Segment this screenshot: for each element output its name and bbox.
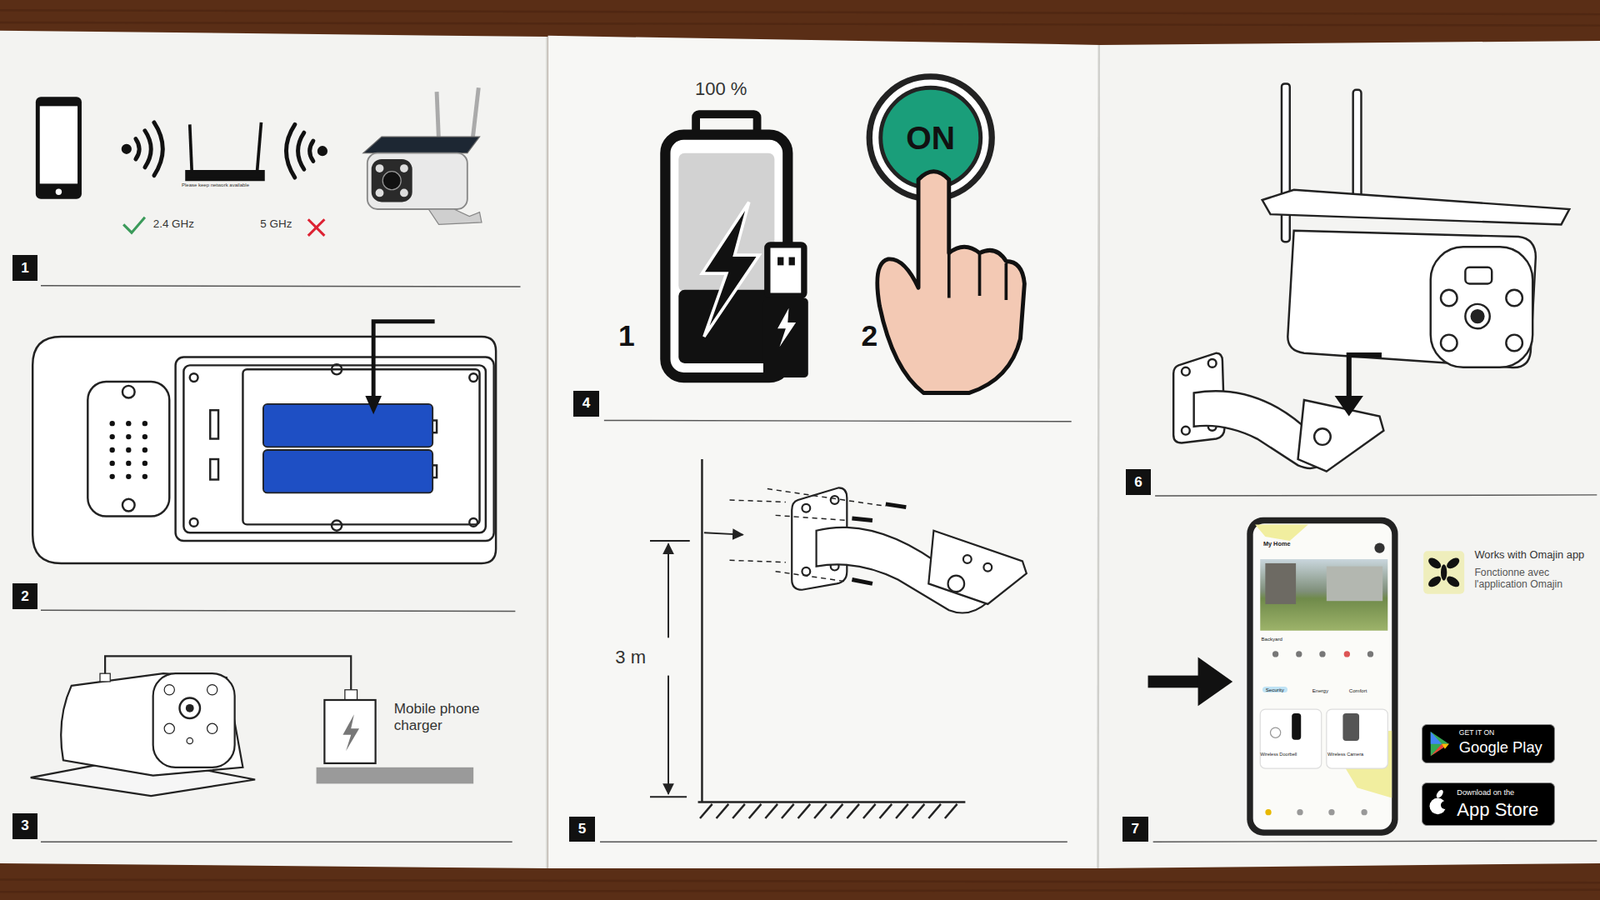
step-number-text: 2	[20, 588, 30, 605]
dimension-label: 3 m	[615, 646, 646, 668]
store-badge: GET IT ONGoogle Play	[1421, 724, 1555, 764]
screws	[730, 489, 907, 585]
pointer-arrow	[1148, 657, 1234, 707]
camera-mount	[1173, 353, 1384, 472]
screen-text: Wireless Camera	[1327, 751, 1364, 757]
step-number: 5	[569, 816, 595, 843]
app-screen: My HomeBackyardSecurity Energy ComfortWire…	[1253, 523, 1393, 830]
wall-and-ground	[698, 459, 966, 819]
screen-text: Wireless Doorbell	[1260, 751, 1297, 757]
screen-text: Backyard	[1260, 635, 1282, 642]
step-number-text: 6	[1134, 474, 1143, 491]
sub-step-number: 1	[618, 319, 635, 354]
app-note: Fonctionne avec l'application Omajin	[1474, 566, 1576, 590]
paper-panel	[548, 35, 1100, 869]
step-number: 7	[1122, 816, 1149, 843]
step-number-text: 3	[20, 817, 30, 835]
solar-camera-large	[1262, 83, 1570, 368]
step-number: 1	[12, 255, 39, 281]
omajin-logo	[1423, 550, 1465, 594]
solar-camera-small	[363, 87, 482, 225]
step-number: 6	[1125, 469, 1152, 495]
speaker-holes	[110, 420, 149, 480]
paper-panel	[1098, 40, 1600, 869]
button-text: ON	[905, 119, 955, 157]
google-play-icon	[1430, 731, 1450, 756]
store-badge: Download on theApp Store	[1421, 782, 1555, 825]
store-text: Google Play	[1459, 738, 1543, 756]
step-number-text: 7	[1130, 820, 1140, 838]
battery-compartment	[32, 336, 496, 564]
step-number-text: 1	[20, 260, 30, 277]
power-button: ON	[890, 117, 972, 159]
step-number-text: 5	[578, 820, 587, 838]
step-number: 4	[573, 390, 600, 417]
wifi-signal	[123, 122, 163, 176]
wifi-signal	[285, 124, 325, 178]
smartphone-icon	[35, 96, 82, 199]
charging-cable	[105, 655, 351, 692]
cross-mark	[308, 219, 325, 236]
frequency-label: 5 GHz	[260, 217, 292, 230]
height-dimension	[650, 532, 743, 797]
step-number: 2	[12, 583, 39, 610]
step-number: 3	[12, 813, 39, 840]
insert-arrow	[365, 321, 435, 415]
apple-icon	[1430, 788, 1450, 815]
paper-panel	[0, 30, 547, 869]
screen-text: Energy	[1312, 687, 1329, 694]
fold-line	[1098, 45, 1100, 869]
pressing-hand	[877, 171, 1025, 394]
usb-plug	[763, 245, 809, 378]
charge-level: 100 %	[695, 78, 747, 100]
store-text: App Store	[1456, 799, 1539, 820]
check-mark	[123, 217, 145, 233]
wood-grain	[0, 10, 1600, 892]
app-note: Works with Omajin app	[1474, 549, 1585, 562]
battery-cell	[263, 404, 433, 447]
screen-text: My Home	[1263, 540, 1291, 548]
note-text: Please keep network available	[181, 182, 250, 189]
part-label: Mobile phone charger	[394, 700, 515, 734]
store-text: GET IT ON	[1459, 729, 1495, 738]
screen-text: Comfort	[1349, 687, 1368, 694]
fold-line	[545, 36, 548, 869]
sub-step-number: 2	[860, 319, 878, 354]
camera-charging	[30, 673, 255, 796]
frequency-label: 2.4 GHz	[153, 217, 195, 230]
step-number-text: 4	[582, 395, 591, 412]
smartphone-app	[1246, 517, 1398, 836]
screen-text: Security	[1262, 686, 1288, 693]
router-icon	[186, 122, 264, 180]
store-text: Download on the	[1456, 788, 1515, 798]
battery-cell	[263, 450, 433, 493]
mount-arrow	[1335, 355, 1382, 416]
wall-bracket	[791, 487, 1027, 613]
